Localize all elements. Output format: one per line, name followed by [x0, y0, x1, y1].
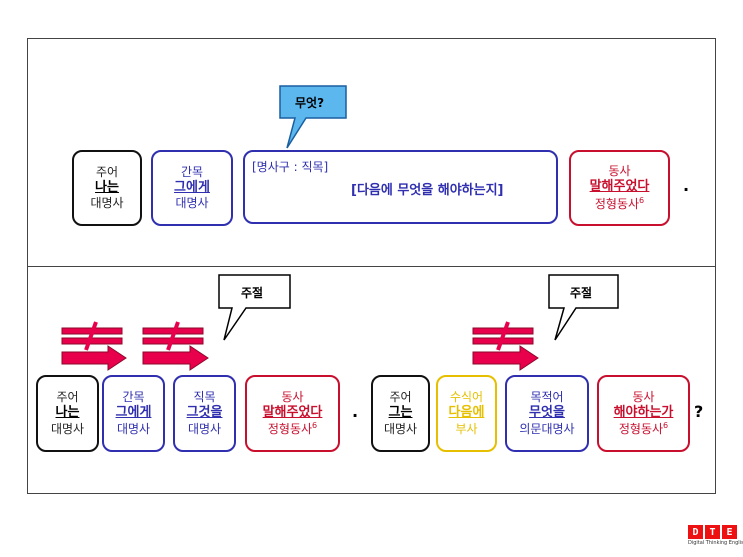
callout-bubble-top	[279, 85, 347, 149]
c2-modifier-role: 수식어	[449, 390, 484, 405]
c2-modifier-box: 수식어 다음에 부사	[436, 375, 497, 452]
c1-subject-role: 주어	[56, 390, 79, 405]
arrow-3	[472, 345, 539, 371]
c2-verb-pos: 정형동사6	[618, 421, 669, 437]
c1-indirect-object-word: 그에게	[115, 405, 152, 421]
c2-modifier-word: 다음에	[448, 405, 485, 421]
callout-text-top: 무엇?	[295, 96, 325, 110]
arrow-2	[142, 345, 209, 371]
callout-text-left: 주절	[241, 286, 264, 300]
c1-verb-role: 동사	[281, 389, 304, 404]
top-subject-word: 나는	[95, 179, 119, 195]
c2-verb-role: 동사	[632, 389, 655, 404]
c1-indirect-object-pos: 대명사	[116, 421, 151, 436]
top-subject-pos: 대명사	[90, 196, 124, 211]
c1-subject-pos: 대명사	[50, 421, 85, 436]
callout-text-right: 주절	[570, 286, 593, 300]
c1-direct-object-box: 직목 그것을 대명사	[173, 375, 236, 452]
c1-verb-pos: 정형동사6	[267, 421, 318, 437]
top-verb-role: 동사	[608, 164, 631, 179]
logo-letter-t: T	[705, 525, 720, 539]
not-equal-mark-2	[142, 321, 204, 351]
top-indirect-object-pos: 대명사	[175, 196, 209, 211]
logo-letter-e: E	[722, 525, 737, 539]
top-period: .	[683, 176, 690, 195]
top-verb-box: 동사 말해주었다 정형동사6	[569, 150, 670, 226]
top-verb-word: 말해주었다	[589, 179, 650, 195]
c2-verb-box: 동사 해야하는가 정형동사6	[597, 375, 690, 452]
arrow-1	[61, 345, 127, 371]
c2-subject-box: 주어 그는 대명사	[371, 375, 430, 452]
noun-phrase-text: [다음에 무엇을 해야하는지]	[351, 183, 504, 198]
c1-direct-object-pos: 대명사	[187, 421, 222, 436]
logo-mark: D T E	[688, 525, 740, 539]
c1-indirect-object-role: 간목	[122, 390, 145, 405]
top-indirect-object-word: 그에게	[174, 179, 210, 195]
c1-period: .	[352, 402, 359, 421]
c2-subject-pos: 대명사	[383, 421, 418, 436]
callout-bubble-right	[548, 274, 619, 341]
c1-subject-word: 나는	[55, 405, 80, 421]
not-equal-mark-1	[61, 321, 123, 351]
c1-indirect-object-box: 간목 그에게 대명사	[102, 375, 165, 452]
c2-object-role: 목적어	[530, 390, 564, 405]
c2-modifier-pos: 부사	[455, 421, 478, 436]
noun-phrase-label: [명사구 : 직목]	[252, 160, 329, 174]
c2-subject-role: 주어	[389, 390, 412, 405]
section-divider	[27, 266, 716, 267]
c1-verb-box: 동사 말해주었다 정형동사6	[245, 375, 340, 452]
dte-logo: D T E Digital Thinking English	[688, 525, 743, 546]
c2-verb-word: 해야하는가	[613, 404, 674, 420]
callout-bubble-left	[218, 274, 291, 341]
top-subject-role: 주어	[95, 164, 119, 179]
c1-direct-object-word: 그것을	[186, 405, 223, 421]
c1-verb-word: 말해주었다	[262, 404, 323, 420]
top-verb-pos: 정형동사6	[594, 195, 645, 211]
c1-direct-object-role: 직목	[193, 390, 216, 405]
c2-object-word: 무엇을	[529, 405, 565, 421]
top-indirect-object-role: 간목	[180, 164, 204, 179]
top-subject-box: 주어 나는 대명사	[72, 150, 142, 226]
c2-object-pos: 의문대명사	[519, 421, 575, 436]
top-noun-phrase-box: [명사구 : 직목] [다음에 무엇을 해야하는지]	[243, 150, 558, 224]
top-indirect-object-box: 간목 그에게 대명사	[151, 150, 233, 226]
logo-text: Digital Thinking English	[688, 540, 743, 546]
c2-question-mark: ?	[694, 402, 704, 421]
c2-object-box: 목적어 무엇을 의문대명사	[505, 375, 589, 452]
c1-subject-box: 주어 나는 대명사	[36, 375, 99, 452]
not-equal-mark-3	[472, 321, 534, 351]
c2-subject-word: 그는	[388, 405, 413, 421]
logo-letter-d: D	[688, 525, 703, 539]
